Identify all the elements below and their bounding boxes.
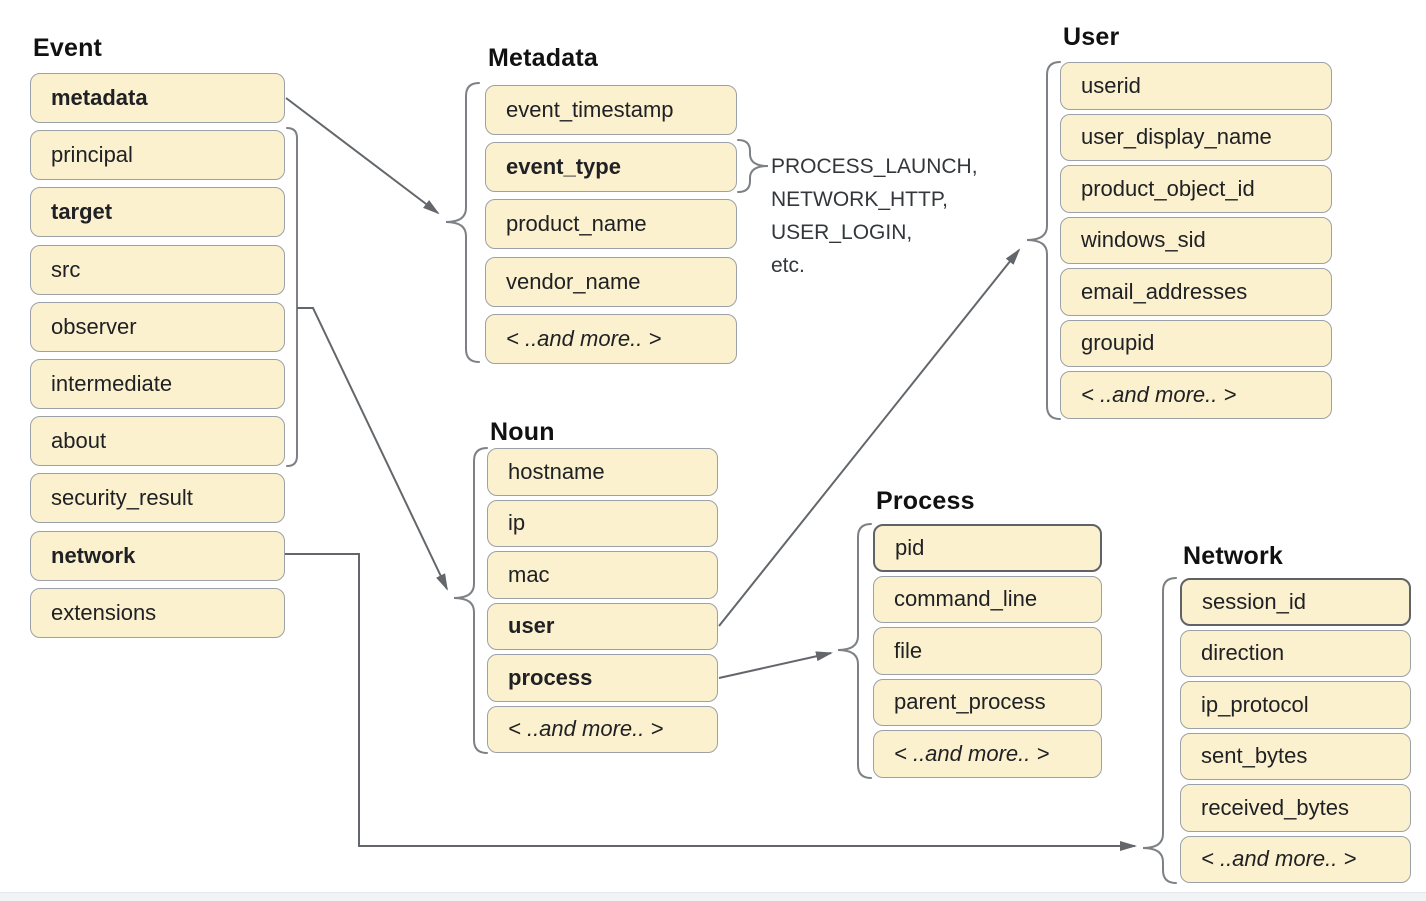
event-type-value-process_launch: PROCESS_LAUNCH,	[771, 155, 978, 178]
arrow-metadata-to-metadata-group	[285, 97, 440, 215]
network-field-ip_protocol: ip_protocol	[1180, 681, 1411, 729]
user-field-and-more: < ..and more.. >	[1060, 371, 1332, 419]
user-group-title: User	[1063, 23, 1120, 51]
event-group: Event metadata principal target src observer…	[30, 33, 285, 645]
noun-field-mac: mac	[487, 551, 718, 599]
brace-user-group	[1026, 61, 1061, 420]
event-field-target: target	[30, 187, 285, 238]
event-field-security_result: security_result	[30, 473, 285, 524]
metadata-field-event_type: event_type	[485, 142, 737, 193]
noun-field-hostname: hostname	[487, 448, 718, 496]
process-field-file: file	[873, 627, 1102, 675]
horizontal-scrollbar-track[interactable]	[0, 892, 1426, 901]
user-field-product_object_id: product_object_id	[1060, 165, 1332, 213]
process-field-parent_process: parent_process	[873, 678, 1102, 726]
user-field-userid: userid	[1060, 62, 1332, 110]
event-field-extensions: extensions	[30, 587, 285, 638]
event-type-values-note: PROCESS_LAUNCH, NETWORK_HTTP, USER_LOGIN,e…	[771, 150, 978, 282]
noun-field-ip: ip	[487, 499, 718, 547]
brace-noun-group	[453, 447, 488, 754]
noun-field-user: user	[487, 602, 718, 650]
brace-event-type-values	[737, 139, 769, 193]
network-field-received_bytes: received_bytes	[1180, 784, 1411, 832]
arrow-process-to-process-group	[718, 651, 833, 679]
network-field-session_id: session_id	[1180, 578, 1411, 626]
process-group-title: Process	[876, 487, 975, 515]
metadata-field-product_name: product_name	[485, 199, 737, 250]
noun-field-process: process	[487, 654, 718, 702]
event-field-intermediate: intermediate	[30, 358, 285, 409]
event-field-list: metadata principal target src observer interm…	[30, 73, 285, 638]
event-field-metadata: metadata	[30, 73, 285, 123]
network-field-sent_bytes: sent_bytes	[1180, 732, 1411, 780]
process-field-command_line: command_line	[873, 575, 1102, 623]
event-type-value-network_http: NETWORK_HTTP,	[771, 188, 948, 211]
event-field-observer: observer	[30, 301, 285, 352]
metadata-field-vendor_name: vendor_name	[485, 256, 737, 307]
metadata-group-title: Metadata	[488, 44, 598, 72]
event-group-title: Event	[33, 34, 103, 62]
user-field-windows_sid: windows_sid	[1060, 216, 1332, 264]
event-field-network: network	[30, 530, 285, 581]
brace-metadata-group	[445, 82, 480, 363]
noun-group-title: Noun	[490, 418, 555, 446]
user-field-email_addresses: email_addresses	[1060, 268, 1332, 316]
network-field-direction: direction	[1180, 629, 1411, 677]
network-group-title: Network	[1183, 542, 1284, 570]
event-field-about: about	[30, 416, 285, 467]
process-field-pid: pid	[873, 524, 1102, 572]
bracket-event-noun-fields	[286, 127, 298, 467]
noun-field-and-more: < ..and more.. >	[487, 705, 718, 753]
metadata-field-event_timestamp: event_timestamp	[485, 85, 737, 135]
arrow-noun-fields-to-noun-group	[297, 307, 448, 591]
event-type-value-etc: etc.	[771, 254, 805, 277]
brace-network-group	[1142, 577, 1177, 884]
event-type-value-user_login: USER_LOGIN,	[771, 221, 913, 244]
user-field-groupid: groupid	[1060, 319, 1332, 367]
metadata-field-and-more: < ..and more.. >	[485, 313, 737, 364]
event-field-principal: principal	[30, 130, 285, 181]
process-field-and-more: < ..and more.. >	[873, 730, 1102, 778]
event-field-src: src	[30, 244, 285, 295]
network-field-and-more: < ..and more.. >	[1180, 835, 1411, 883]
user-field-user_display_name: user_display_name	[1060, 113, 1332, 161]
brace-process-group	[837, 523, 872, 779]
